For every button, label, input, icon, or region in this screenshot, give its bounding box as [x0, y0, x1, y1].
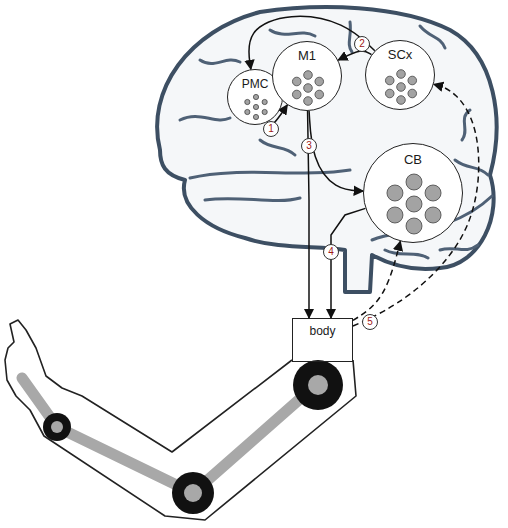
callout-number: 5 [362, 314, 378, 330]
callout-number: 3 [301, 138, 317, 154]
signal-arrow [309, 111, 363, 191]
node-label: M1 [273, 42, 341, 64]
node-label: CB [364, 144, 462, 168]
node-label: body [293, 319, 352, 339]
feedback-arrow [353, 84, 479, 326]
callout-number: 2 [354, 36, 370, 52]
signal-arrow [331, 208, 365, 318]
node-label: SCx [366, 41, 434, 63]
region-circle: CB [363, 143, 463, 243]
region-circle: SCx [365, 40, 435, 110]
arm [5, 320, 356, 520]
callout-number: 4 [323, 244, 339, 260]
feedback-arrow [353, 241, 400, 320]
body-box: body [292, 318, 353, 362]
region-circle: M1 [272, 41, 342, 111]
callout-number: 1 [263, 121, 279, 137]
brain-outline [157, 7, 496, 292]
signal-arrow [338, 51, 371, 60]
